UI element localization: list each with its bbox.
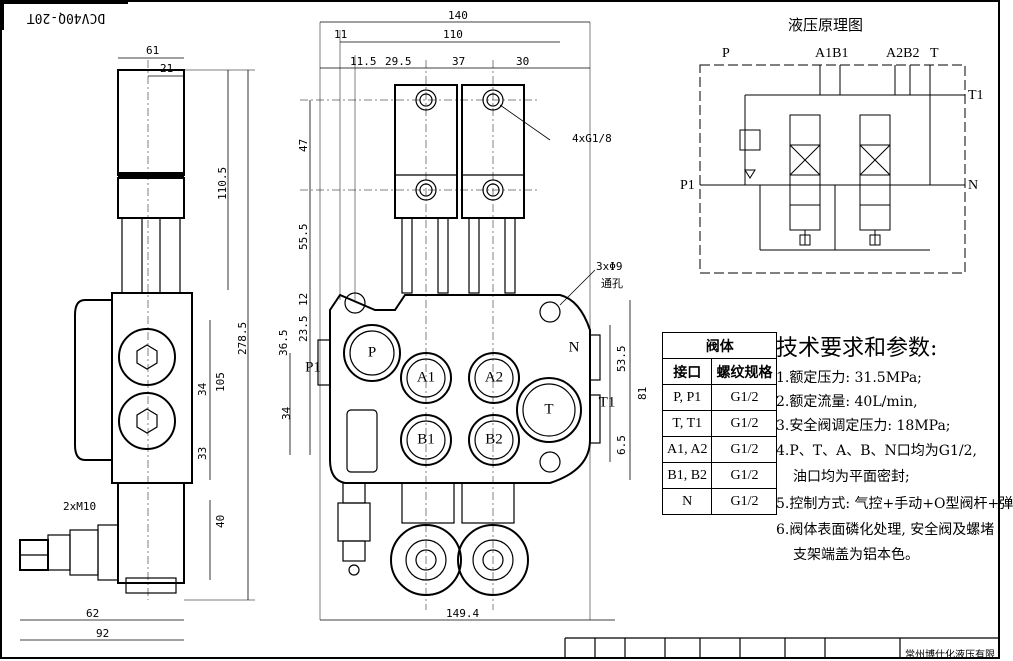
- table-cell: P, P1: [661, 384, 713, 411]
- table-cell: A1, A2: [661, 436, 713, 463]
- dim-11: 11: [334, 28, 348, 41]
- requirement-item: 油口均为平面密封;: [793, 469, 910, 485]
- port-p: P: [367, 344, 377, 361]
- side-view: [19, 57, 255, 641]
- dim-62: 62: [86, 607, 100, 620]
- table-cell: T, T1: [661, 410, 713, 437]
- requirement-item: 5.控制方式: 气控+手动+O型阀杆+弹: [776, 496, 1013, 512]
- port-n: N: [568, 339, 580, 356]
- requirement-item: 4.P、T、A、B、N口均为G1/2,: [776, 443, 977, 459]
- through-hole-label: 通孔: [601, 277, 623, 290]
- table-cell: B1, B2: [661, 462, 713, 489]
- table-title: 阀体: [661, 332, 778, 359]
- dim-6-5: 6.5: [615, 435, 628, 455]
- table-cell: G1/2: [711, 410, 778, 437]
- requirement-item: 6.阀体表面磷化处理, 安全阀及螺堵: [776, 522, 995, 538]
- holes-top-label: 4xG1/8: [572, 132, 612, 145]
- hydraulic-title: 液压原理图: [788, 16, 864, 34]
- requirement-item: 3.安全阀调定压力: 18MPa;: [776, 418, 951, 434]
- port-b2: B2: [485, 431, 503, 448]
- sch-t1: T1: [968, 88, 984, 103]
- dim-149-4: 149.4: [446, 607, 480, 620]
- port-p1: P1: [305, 359, 321, 376]
- dim-110: 110: [443, 28, 463, 41]
- sch-t: T: [930, 46, 939, 61]
- holes-mount-label: 3xΦ9: [596, 260, 623, 273]
- table-cell: G1/2: [711, 462, 778, 489]
- port-a1: A1: [416, 369, 436, 386]
- table-cell: N: [661, 488, 713, 515]
- dim-140: 140: [448, 9, 468, 22]
- dim-47: 47: [297, 138, 310, 152]
- table-header-port: 接口: [661, 358, 713, 385]
- dim-29-5: 29.5: [385, 55, 412, 68]
- requirement-item: 1.额定压力: 31.5MPa;: [776, 370, 922, 386]
- dim-55-5: 55.5: [297, 223, 310, 251]
- dim-105: 105: [214, 372, 227, 392]
- dim-34-front: 34: [280, 406, 293, 420]
- front-view: [289, 21, 631, 621]
- dim-33: 33: [196, 446, 209, 460]
- table-cell: G1/2: [711, 384, 778, 411]
- table-header-thread: 螺纹规格: [711, 358, 778, 385]
- dim-37: 37: [452, 55, 466, 68]
- dim-30: 30: [516, 55, 530, 68]
- dim-110-5: 110.5: [216, 166, 229, 200]
- port-t: T: [544, 401, 554, 418]
- dim-12: 12: [297, 292, 310, 306]
- dim-278-5: 278.5: [236, 321, 249, 355]
- sch-a2b2: A2B2: [886, 46, 920, 61]
- dim-36-5: 36.5: [277, 329, 290, 357]
- sch-a1b1: A1B1: [815, 46, 849, 61]
- dim-53-5: 53.5: [615, 345, 628, 373]
- dim-11-5: 11.5: [350, 55, 377, 68]
- sch-p1: P1: [680, 178, 695, 193]
- port-t1: T1: [598, 394, 616, 411]
- dim-92: 92: [96, 627, 110, 640]
- port-a2: A2: [484, 369, 504, 386]
- requirement-item: 2.额定流量: 40L/min,: [776, 394, 918, 410]
- dim-23-5: 23.5: [297, 315, 310, 343]
- port-b1: B1: [417, 431, 435, 448]
- dim-81: 81: [636, 386, 649, 400]
- dim-61: 61: [146, 44, 160, 57]
- requirement-item: 支架端盖为铝本色。: [793, 547, 919, 563]
- requirements-title: 技术要求和参数:: [776, 336, 938, 361]
- table-cell: G1/2: [711, 436, 778, 463]
- dim-21: 21: [160, 62, 174, 75]
- table-cell: G1/2: [711, 488, 778, 515]
- sch-n: N: [968, 178, 979, 193]
- thread-label: 2xM10: [63, 500, 97, 513]
- dim-34-side: 34: [196, 382, 209, 396]
- company-name: 常州博仕化液压有限: [905, 650, 995, 661]
- model-number: DCV40Q-20T: [2, 2, 128, 30]
- dim-40: 40: [214, 514, 227, 528]
- title-block: [564, 637, 1000, 659]
- hydraulic-schematic: [699, 64, 966, 274]
- sch-p: P: [722, 46, 730, 61]
